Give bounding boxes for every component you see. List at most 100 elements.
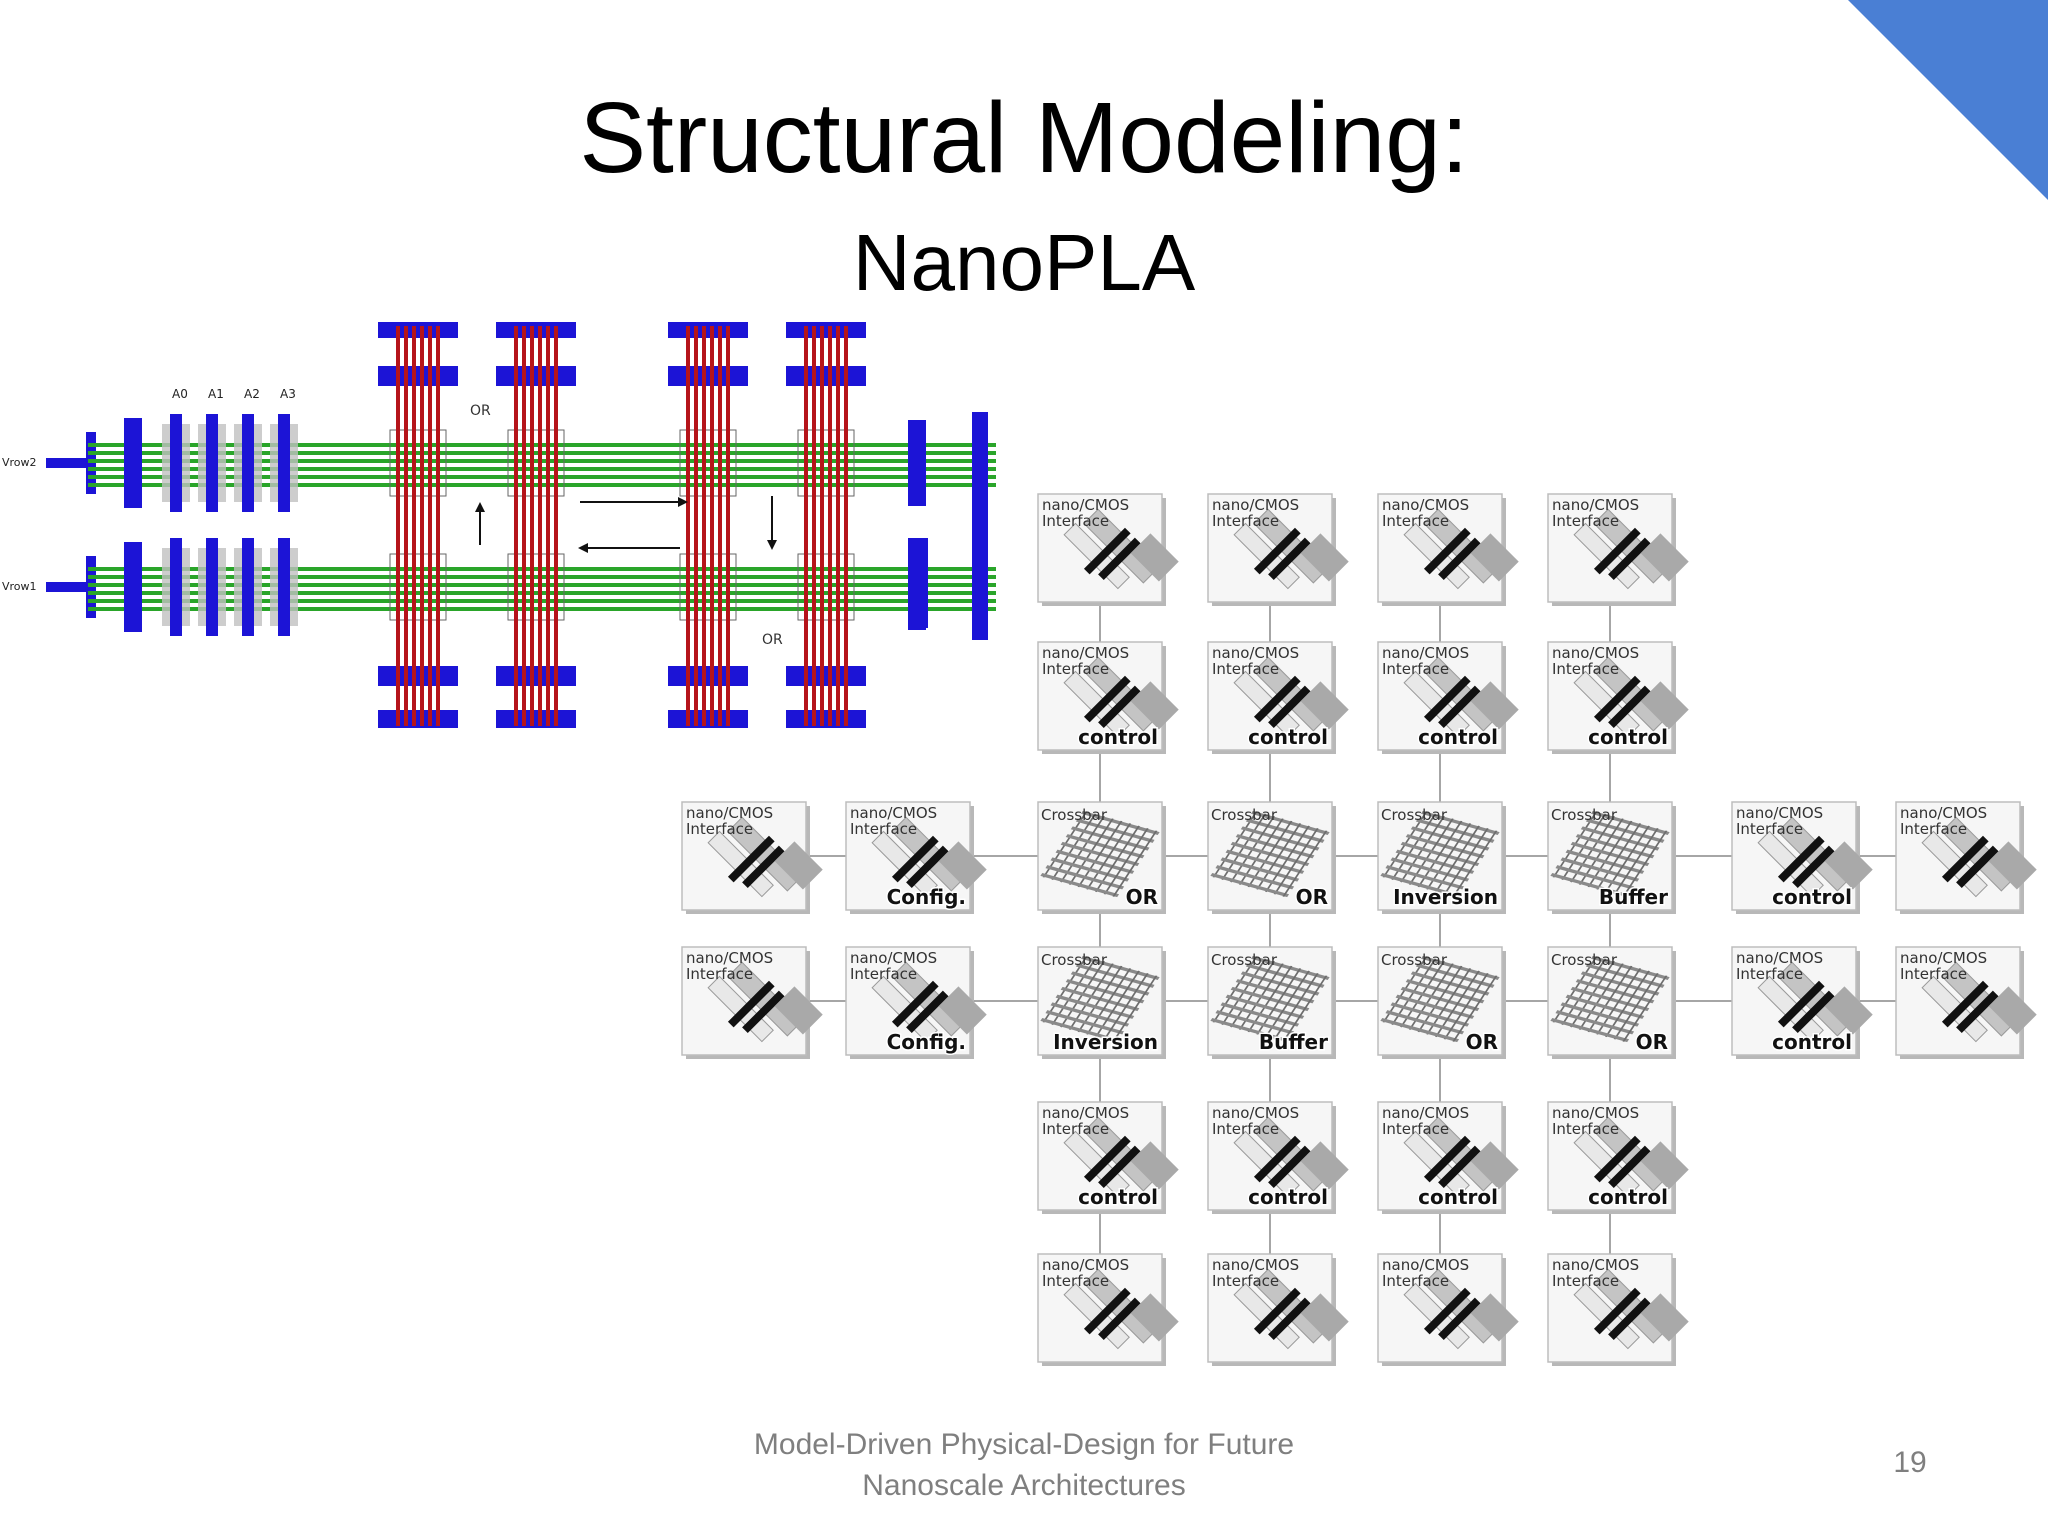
signal-arrow-head xyxy=(578,543,588,553)
vertical-nanowire xyxy=(522,326,526,726)
input-label: A1 xyxy=(208,387,224,401)
icon-bar xyxy=(1098,537,1141,581)
tile-title: Crossbar xyxy=(1211,951,1278,969)
vertical-wire-bundle xyxy=(378,322,458,728)
icon-bar xyxy=(1098,1297,1141,1341)
band-contact xyxy=(124,418,142,508)
tile-title: nano/CMOS xyxy=(1042,1104,1129,1122)
mesh-wire xyxy=(1282,830,1328,897)
vertical-nanowire xyxy=(726,326,730,726)
mesh-wire xyxy=(1273,973,1319,1040)
icon-bar xyxy=(1593,1268,1669,1344)
crossbar-mesh xyxy=(1040,955,1160,1043)
tile-title: Crossbar xyxy=(1041,806,1108,824)
icon-bar xyxy=(1403,1282,1470,1350)
tile-title: nano/CMOS xyxy=(1900,804,1987,822)
tile-title: Interface xyxy=(686,820,753,838)
icon-bar xyxy=(1083,1287,1131,1335)
icon-block xyxy=(1640,681,1689,730)
icon-block xyxy=(1824,841,1873,890)
icon-bar xyxy=(727,961,803,1037)
tile-function-label: control xyxy=(1078,1185,1158,1209)
mesh-wire xyxy=(1380,1017,1460,1043)
icon-bar xyxy=(1083,1268,1159,1344)
mesh-wire xyxy=(1040,1017,1120,1043)
icon-bar xyxy=(1608,537,1651,581)
tile-title: nano/CMOS xyxy=(1042,644,1129,662)
interface-icon xyxy=(1403,656,1519,738)
icon-bar xyxy=(1423,1268,1499,1344)
input-contact xyxy=(278,538,290,636)
crosspoint-box xyxy=(507,553,565,621)
interface-icon xyxy=(1921,961,2037,1043)
icon-bar xyxy=(1083,675,1131,723)
tile-title: nano/CMOS xyxy=(1552,1104,1639,1122)
mesh-wire xyxy=(1273,828,1319,895)
icon-block xyxy=(1130,1141,1179,1190)
icon-bar xyxy=(1253,508,1329,584)
crossbar-mesh xyxy=(1550,810,1670,898)
icon-block xyxy=(1988,986,2037,1035)
tile-title: Interface xyxy=(1212,1272,1279,1290)
crossbar-mesh xyxy=(1040,810,1160,898)
icon-block xyxy=(1130,533,1179,582)
crosspoint-box xyxy=(797,553,855,621)
column-contact xyxy=(378,710,458,728)
icon-bar xyxy=(1573,670,1640,738)
vertical-nanowire xyxy=(420,326,424,726)
mesh-wire xyxy=(1103,973,1149,1040)
interface-icon xyxy=(871,961,987,1043)
icon-bar xyxy=(1233,522,1300,590)
mesh-wire xyxy=(1103,828,1149,895)
interface-icon xyxy=(707,816,823,898)
icon-block xyxy=(1640,533,1689,582)
icon-bar xyxy=(1921,975,1988,1043)
crosspoint-box xyxy=(679,553,737,621)
output-contact xyxy=(908,538,928,628)
tile-function-label: control xyxy=(1248,1185,1328,1209)
tile-title: Interface xyxy=(1382,1272,1449,1290)
band-contact xyxy=(908,420,926,506)
tile-title: nano/CMOS xyxy=(1382,1104,1469,1122)
icon-bar xyxy=(1777,816,1853,892)
column-contact xyxy=(668,322,748,338)
icon-bar xyxy=(1083,1135,1131,1183)
column-contact xyxy=(496,322,576,338)
icon-block xyxy=(1300,1293,1349,1342)
tile-title: nano/CMOS xyxy=(850,804,937,822)
icon-bar xyxy=(1253,527,1301,575)
row-contact xyxy=(46,582,94,592)
column-contact xyxy=(378,666,458,686)
mesh-wire xyxy=(1210,872,1290,898)
interface-icon xyxy=(1757,961,1873,1043)
icon-block xyxy=(1130,681,1179,730)
tile-title: Interface xyxy=(1382,1120,1449,1138)
output-contact xyxy=(972,412,988,640)
icon-bar xyxy=(1941,961,2017,1037)
icon-bar xyxy=(1063,1282,1130,1350)
mesh-wire xyxy=(1443,973,1489,1040)
icon-block xyxy=(1300,533,1349,582)
icon-bar xyxy=(1593,1287,1641,1335)
icon-bar xyxy=(1063,1130,1130,1198)
crosspoint-box xyxy=(507,429,565,497)
signal-arrow-head xyxy=(475,502,485,512)
row-label: Vrow1 xyxy=(2,580,37,593)
crossbar-mesh xyxy=(1210,955,1330,1043)
tile-function-label: control xyxy=(1248,725,1328,749)
tile-title: Interface xyxy=(1736,820,1803,838)
input-contact xyxy=(242,414,254,512)
tile-function-label: OR xyxy=(1296,885,1328,909)
tile-title: Interface xyxy=(850,820,917,838)
